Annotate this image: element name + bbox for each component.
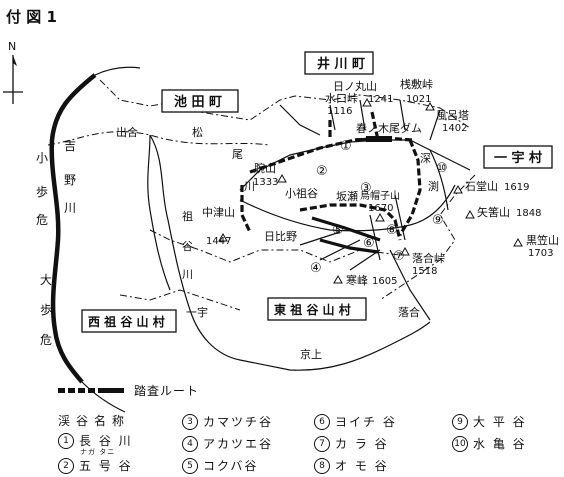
label-ichiu-place: 一宇 bbox=[186, 306, 208, 319]
label-oboke-3: 危 bbox=[40, 333, 52, 347]
north-arrow-icon: N bbox=[3, 40, 23, 104]
elev-nakatsuyama: 1447 bbox=[206, 236, 231, 247]
label-iya-river-3: 川 bbox=[182, 268, 193, 281]
label-yoshino-2: 野 bbox=[64, 173, 76, 187]
legend-title: 渓谷名称 bbox=[58, 414, 131, 428]
elev-sajikitoge: 1021 bbox=[406, 94, 431, 105]
box-ikawa: 井 川 町 bbox=[304, 51, 374, 75]
elev-furotou: 1402 bbox=[442, 123, 467, 134]
svg-text:①: ① bbox=[340, 139, 352, 154]
boundary-lines bbox=[47, 79, 476, 311]
label-hinomaruyama: 日ノ丸山 bbox=[333, 80, 377, 93]
svg-text:②: ② bbox=[316, 164, 328, 179]
svg-text:⑦: ⑦ bbox=[393, 249, 405, 264]
svg-text:⑧: ⑧ bbox=[386, 223, 398, 238]
svg-text:④: ④ bbox=[310, 261, 322, 276]
elev-ochiaitoge: 1518 bbox=[412, 266, 437, 277]
label-koboke-1: 小 bbox=[36, 151, 48, 165]
label-ochiaitoge: 落合峠 bbox=[412, 251, 445, 265]
elev-minokuchi: 1116 bbox=[327, 106, 352, 117]
elev-hinomaruyama: 1241 bbox=[368, 94, 393, 105]
dam-icon bbox=[366, 136, 392, 142]
valley-number-markers: ① ② ③ ④ ⑤ ⑥ ⑦ ⑧ ⑨ ⑩ bbox=[310, 139, 448, 276]
label-iya-river-1: 祖 bbox=[182, 209, 193, 223]
label-eboshiyama: 烏帽子山 bbox=[360, 189, 400, 202]
label-kosodani: 小祖谷 bbox=[285, 186, 318, 200]
label-ochiai: 落合 bbox=[398, 305, 420, 319]
box-ichiu: 一 宇 村 bbox=[483, 145, 553, 169]
label-dam: 春ノ木尾ダム bbox=[356, 121, 422, 135]
legend-route: 踏査ルート bbox=[58, 382, 288, 398]
label-iya-river-2: 谷 bbox=[182, 240, 193, 253]
elev-wakiyama: 1333 bbox=[253, 177, 278, 188]
label-koboke-3: 危 bbox=[36, 213, 48, 227]
rivers bbox=[147, 99, 471, 371]
elev-kanpu: 1605 bbox=[372, 276, 397, 287]
label-kake-2: 渕 bbox=[428, 179, 439, 193]
label-sakaze: 坂瀬 bbox=[336, 189, 358, 203]
label-matsuo-1: 松 bbox=[192, 125, 203, 139]
label-kyojo: 京上 bbox=[300, 347, 322, 361]
box-ikeda: 池 田 町 bbox=[161, 89, 239, 113]
label-matsuo-3: 川 bbox=[244, 180, 255, 193]
svg-text:一 宇 村: 一 宇 村 bbox=[494, 150, 542, 166]
label-oboke-2: 歩 bbox=[40, 302, 52, 317]
label-yoshino-3: 川 bbox=[64, 201, 76, 215]
svg-text:東 祖 谷 山 村: 東 祖 谷 山 村 bbox=[274, 302, 351, 317]
peak-markers bbox=[218, 97, 523, 284]
svg-text:井 川 町: 井 川 町 bbox=[317, 56, 365, 72]
elev-kurokasayama: 1703 bbox=[528, 248, 553, 259]
label-yoshino-1: 吉 bbox=[64, 139, 76, 153]
label-furotou: 風呂塔 bbox=[436, 109, 469, 122]
svg-text:⑩: ⑩ bbox=[436, 161, 448, 176]
label-kanpu: 寒峰 bbox=[346, 273, 368, 287]
label-sajikitoge: 桟敷峠 bbox=[400, 77, 433, 91]
label-kurokasayama: 黒笠山 bbox=[526, 233, 559, 247]
svg-text:③: ③ bbox=[360, 181, 372, 196]
elev-yahazuyama: 1848 bbox=[516, 208, 541, 219]
route-line-icon bbox=[58, 388, 124, 393]
north-label: N bbox=[8, 40, 16, 53]
label-kake-1: 深 bbox=[420, 152, 431, 165]
label-yahazuyama: 矢筈山 bbox=[477, 205, 510, 219]
svg-text:⑥: ⑥ bbox=[363, 236, 375, 251]
label-koboke-2: 歩 bbox=[36, 184, 48, 199]
label-odai: 出合 bbox=[116, 125, 138, 139]
legend-ruby: ナガ タニ bbox=[80, 448, 116, 456]
svg-text:西 祖 谷 山 村: 西 祖 谷 山 村 bbox=[88, 314, 165, 329]
label-ishidouyama: 石堂山 bbox=[465, 180, 498, 193]
svg-text:⑤: ⑤ bbox=[332, 223, 344, 238]
box-higashiiya: 東 祖 谷 山 村 bbox=[267, 297, 367, 321]
yoshino-river bbox=[49, 73, 97, 384]
box-nishiiya: 西 祖 谷 山 村 bbox=[81, 309, 177, 333]
label-matsuo-2: 尾 bbox=[232, 148, 243, 161]
elev-ishidouyama: 1619 bbox=[504, 182, 529, 193]
elev-eboshiyama: 1670 bbox=[368, 203, 393, 214]
label-oboke-1: 大 bbox=[40, 273, 52, 287]
svg-text:⑨: ⑨ bbox=[432, 213, 444, 228]
label-hibino: 日比野 bbox=[264, 230, 297, 243]
svg-text:池 田 町: 池 田 町 bbox=[174, 94, 222, 110]
figure-title: 付 図 1 bbox=[6, 8, 57, 26]
label-nakatsuyama: 中津山 bbox=[202, 206, 235, 219]
label-minokuchi: 水口峠 bbox=[325, 91, 358, 105]
legend-route-label: 踏査ルート bbox=[134, 384, 200, 398]
label-wakiyama: 腕山 bbox=[254, 161, 276, 175]
